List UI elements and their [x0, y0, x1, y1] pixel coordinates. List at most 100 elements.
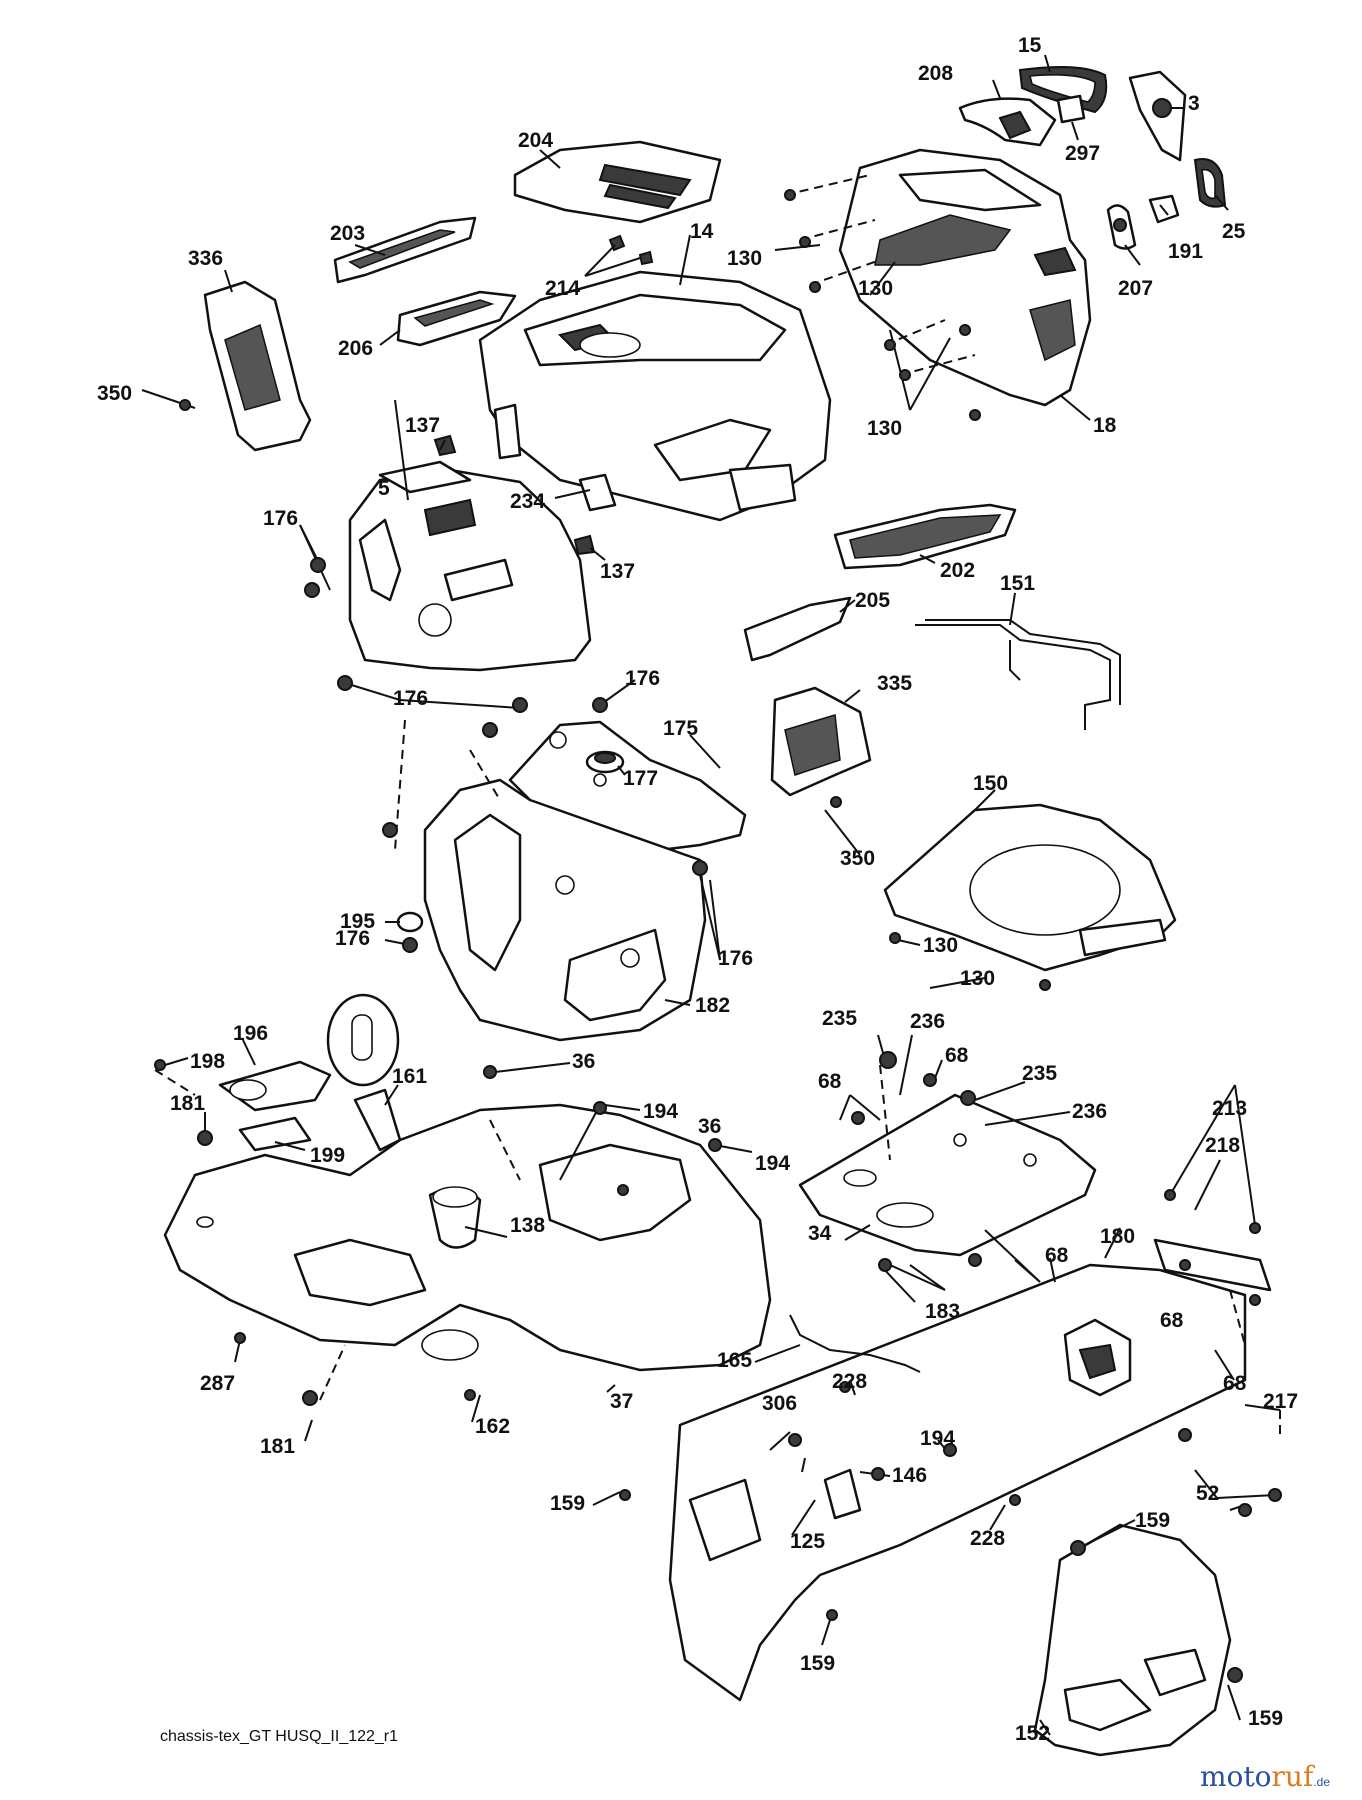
callout-18: 18 — [1093, 414, 1117, 437]
callout-159a: 159 — [550, 1492, 585, 1515]
callout-37: 37 — [610, 1390, 633, 1413]
part-37-foot-pan — [163, 1103, 772, 1372]
callout-52: 52 — [1196, 1482, 1219, 1505]
callout-152: 152 — [1015, 1722, 1050, 1745]
part-180-frame — [668, 1263, 1247, 1702]
callout-36a: 36 — [572, 1050, 595, 1073]
diagram-caption: chassis-tex_GT HUSQ_II_122_r1 — [160, 1728, 399, 1745]
callout-217: 217 — [1263, 1390, 1298, 1413]
callout-199: 199 — [310, 1144, 345, 1167]
callout-205: 205 — [855, 589, 890, 612]
watermark-accent: ruf — [1271, 1760, 1314, 1793]
part-150-floor-plate — [883, 803, 1177, 972]
callout-180: 180 — [1100, 1225, 1135, 1248]
callout-3: 3 — [1188, 92, 1200, 115]
callout-194a: 194 — [643, 1100, 678, 1123]
callout-138: 138 — [510, 1214, 545, 1237]
callout-34: 34 — [808, 1222, 832, 1245]
callout-213: 213 — [1212, 1097, 1247, 1120]
part-165-rod — [789, 1314, 921, 1373]
part-204-hood-panel — [513, 140, 722, 224]
part-177-knob — [585, 750, 625, 774]
part-161-fuel-cap-window — [326, 993, 402, 1152]
callout-287: 287 — [200, 1372, 235, 1395]
watermark-main: moto — [1200, 1760, 1272, 1793]
part-34-seat-plate — [798, 1093, 1097, 1257]
callout-68e: 68 — [1223, 1372, 1247, 1395]
part-25-lens — [1193, 158, 1227, 208]
callout-130a: 130 — [727, 247, 762, 270]
callout-130e: 130 — [960, 967, 995, 990]
callout-181b: 181 — [260, 1435, 295, 1458]
callout-175: 175 — [663, 717, 698, 740]
callout-68a: 68 — [945, 1044, 969, 1067]
callout-130c: 130 — [867, 417, 902, 440]
part-206-trim-panel — [396, 290, 517, 347]
callout-36b: 36 — [698, 1115, 721, 1138]
callout-159b: 159 — [1135, 1509, 1170, 1532]
part-208-bracket — [958, 97, 1057, 147]
callout-204: 204 — [518, 129, 553, 152]
callout-208: 208 — [918, 62, 953, 85]
callout-68d: 68 — [1160, 1309, 1184, 1332]
callout-182: 182 — [695, 994, 730, 1017]
callout-165: 165 — [717, 1349, 752, 1372]
callout-162: 162 — [475, 1415, 510, 1438]
callout-195: 195 — [340, 910, 375, 933]
callout-234: 234 — [510, 490, 545, 513]
hardware-bolts — [154, 189, 1282, 1683]
part-335-side-panel — [770, 686, 872, 797]
callout-14: 14 — [690, 220, 714, 243]
callout-306: 306 — [762, 1392, 797, 1415]
callout-125: 125 — [790, 1530, 825, 1553]
callout-235b: 235 — [1022, 1062, 1057, 1085]
part-214-clips — [608, 234, 654, 266]
part-195-plug — [396, 911, 424, 933]
callout-5: 5 — [378, 477, 390, 500]
part-196-cover — [218, 1060, 332, 1112]
callout-151: 151 — [1000, 572, 1035, 595]
callout-236a: 236 — [910, 1010, 945, 1033]
part-207-bulb — [1106, 204, 1137, 250]
callout-236b: 236 — [1072, 1100, 1107, 1123]
callout-137b: 137 — [600, 560, 635, 583]
callout-176c: 176 — [393, 687, 428, 710]
callout-176e: 176 — [718, 947, 753, 970]
part-199-bracket — [238, 1116, 312, 1152]
part-3-light-housing — [1128, 70, 1187, 162]
part-151-rod — [915, 619, 1121, 730]
part-202-grille — [833, 503, 1017, 570]
part-5-dash — [348, 460, 592, 672]
callout-25: 25 — [1222, 220, 1246, 243]
callout-15: 15 — [1018, 34, 1042, 57]
callout-196: 196 — [233, 1022, 268, 1045]
callout-176a: 176 — [263, 507, 298, 530]
assembly-dashed-lines — [154, 174, 1281, 1440]
callout-177: 177 — [623, 767, 658, 790]
callout-146: 146 — [892, 1464, 927, 1487]
callout-181a: 181 — [170, 1092, 205, 1115]
callout-198: 198 — [190, 1050, 225, 1073]
part-182-lower-dash — [423, 778, 707, 1042]
callout-labels: 15 208 3 297 204 25 191 207 203 14 130 3… — [97, 34, 1298, 1745]
callout-194c: 194 — [920, 1427, 955, 1450]
callout-183: 183 — [925, 1300, 960, 1323]
callout-68c: 68 — [1045, 1244, 1069, 1267]
callout-350a: 350 — [97, 382, 132, 405]
callout-214: 214 — [545, 277, 580, 300]
callout-191: 191 — [1168, 240, 1203, 263]
callout-336: 336 — [188, 247, 223, 270]
part-336-side-panel — [203, 280, 312, 452]
callout-350b: 350 — [840, 847, 875, 870]
watermark-suffix: .de — [1313, 1775, 1330, 1789]
callout-137a: 137 — [405, 414, 440, 437]
callout-202: 202 — [940, 559, 975, 582]
callout-206: 206 — [338, 337, 373, 360]
part-203-grille-insert — [333, 216, 477, 284]
callout-176d: 176 — [335, 927, 370, 950]
callout-218: 218 — [1205, 1134, 1240, 1157]
part-297-clip — [1056, 94, 1086, 124]
callout-161: 161 — [392, 1065, 427, 1088]
callout-194b: 194 — [755, 1152, 790, 1175]
